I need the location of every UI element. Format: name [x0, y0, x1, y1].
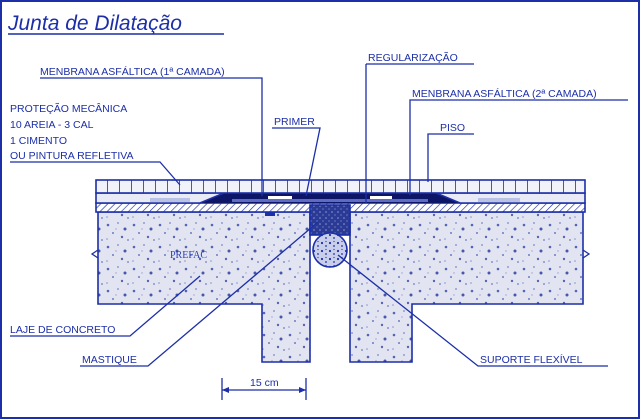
- left-concrete-slab: [97, 211, 311, 363]
- dimension-arrow-left: [222, 387, 229, 393]
- label-membrana-1: MENBRANA ASFÁLTICA (1ª CAMADA): [40, 65, 225, 78]
- mastique-fill: [309, 204, 351, 236]
- left-break-mark: [90, 249, 99, 259]
- protection-mark-1: [150, 198, 190, 202]
- label-regularizacao: REGULARIZAÇÃO: [368, 51, 458, 64]
- leader-membrana-2: [409, 99, 628, 195]
- label-suporte: SUPORTE FLEXÍVEL: [480, 353, 583, 366]
- label-protecao-3: 1 CIMENTO: [10, 135, 67, 147]
- leader-primer: [272, 127, 321, 197]
- protection-mark-2: [478, 198, 520, 202]
- right-concrete-slab: [349, 211, 584, 363]
- label-protecao-4: OU PINTURA REFLETIVA: [10, 150, 134, 162]
- asphalt-membrane-1: [232, 199, 428, 202]
- label-laje: LAJE DE CONCRETO: [10, 324, 115, 336]
- diagram-title: Junta de Dilatação: [7, 12, 182, 35]
- membrane-gap-right: [370, 196, 392, 199]
- label-protecao-1: PROTEÇÃO MECÂNICA: [10, 102, 127, 115]
- leader-membrana-1: [40, 77, 263, 196]
- label-piso: PISO: [440, 122, 465, 134]
- flexible-support: [312, 232, 348, 268]
- floor-tiles: [95, 179, 586, 194]
- label-membrana-2: MENBRANA ASFÁLTICA (2ª CAMADA): [412, 87, 597, 100]
- label-mastique: MASTIQUE: [82, 354, 137, 366]
- label-primer: PRIMER: [274, 116, 315, 128]
- membrane-gap-left: [268, 196, 292, 199]
- leader-suporte: [337, 254, 608, 367]
- leader-protecao: [10, 161, 181, 186]
- leader-mastique: [80, 221, 319, 367]
- primer-mark: [265, 212, 275, 216]
- watermark-text: PREFAC: [170, 250, 207, 261]
- dimension-arrow-right: [299, 387, 306, 393]
- leader-laje: [10, 275, 201, 337]
- label-dimension: 15 cm: [250, 377, 279, 389]
- right-break-mark: [582, 249, 591, 259]
- label-protecao-2: 10 AREIA - 3 CAL: [10, 119, 94, 131]
- leader-piso: [427, 133, 474, 182]
